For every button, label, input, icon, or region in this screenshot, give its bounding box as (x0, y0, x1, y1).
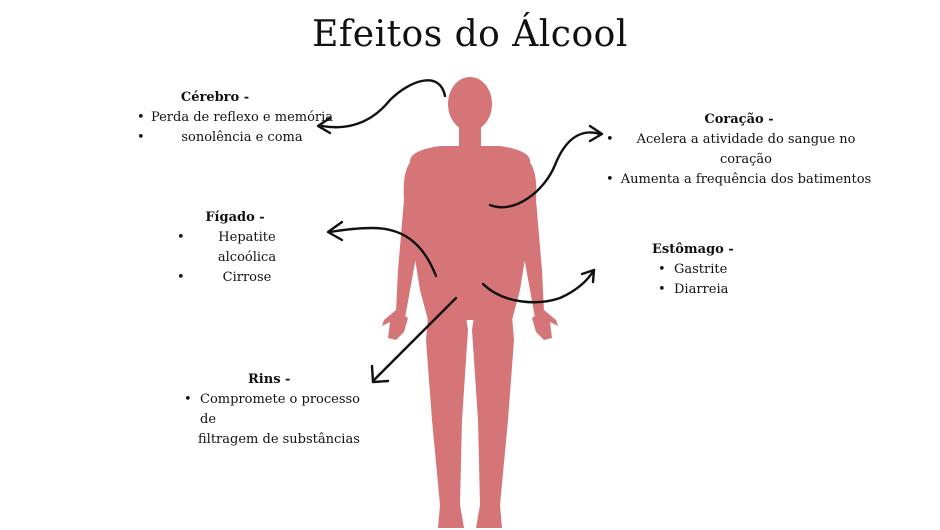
list-item: Diarreia (652, 280, 772, 300)
heading-cerebro: Cérebro - (180, 90, 250, 105)
arrowhead-rins (370, 364, 390, 384)
arrow-figado (328, 226, 438, 278)
section-coracao: Coração - Acelera a atividade do sangue … (604, 110, 874, 190)
heading-figado: Fígado - (205, 210, 265, 225)
arrow-estomago (481, 268, 596, 304)
page-title: Efeitos do Álcool (312, 14, 628, 55)
list-item: sonolência e coma (135, 128, 335, 148)
list-item: Hepatite alcoólica (175, 228, 305, 268)
list-item: Aumenta a frequência dos batimentos (604, 170, 874, 190)
list-item: Gastrite (652, 260, 772, 280)
human-body-silhouette (382, 77, 558, 528)
arrow-coracao (488, 131, 602, 209)
list-item: Cirrose (175, 268, 305, 288)
section-rins: Rins - Compromete o processo de filtrage… (184, 370, 374, 450)
list-item-continuation: filtragem de substâncias (198, 432, 360, 447)
arrow-cerebro (320, 79, 447, 129)
arrowhead-figado (326, 220, 344, 242)
arrowhead-estomago (580, 268, 596, 284)
heading-coracao: Coração - (704, 112, 774, 127)
heading-rins: Rins - (248, 372, 291, 387)
arrow-rins (372, 296, 458, 382)
heading-estomago: Estômago - (652, 242, 734, 257)
list-item: Perda de reflexo e memória (135, 108, 335, 128)
arrowhead-coracao (588, 124, 604, 143)
section-estomago: Estômago - Gastrite Diarreia (652, 240, 772, 300)
section-cerebro: Cérebro - Perda de reflexo e memória son… (135, 88, 335, 148)
list-item: Compromete o processo de (184, 390, 374, 430)
list-item: Acelera a atividade do sangue no coração (604, 130, 874, 170)
section-figado: Fígado - Hepatite alcoólica Cirrose (175, 208, 305, 288)
